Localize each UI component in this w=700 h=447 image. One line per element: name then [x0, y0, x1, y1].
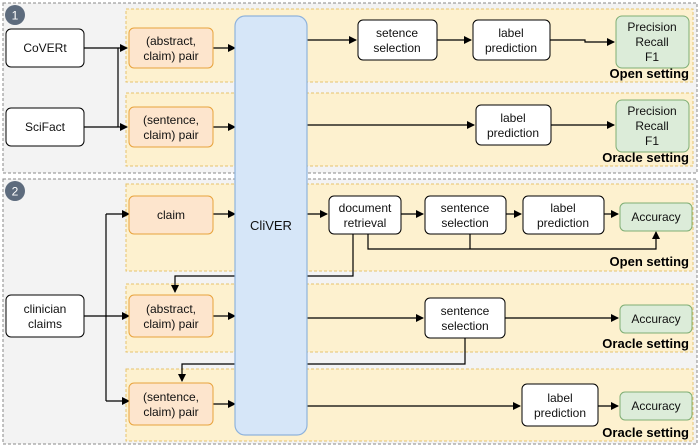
accuracy-oracle-2-label: Accuracy [631, 399, 680, 413]
output-metrics-open: Precision Recall F1 [615, 15, 690, 69]
input-abstract-claim-pair: (abstract, claim) pair [128, 27, 214, 69]
setting-label-p1-oracle: Oracle setting [602, 150, 689, 165]
label-prediction-open-2-line1: label [550, 201, 575, 215]
badge-1-label: 1 [12, 9, 19, 23]
input-claim: claim [128, 195, 214, 235]
metric-precision-oracle: Precision [627, 104, 676, 118]
step-sentence-selection-oracle: sentence selection [424, 297, 506, 339]
badge-2: 2 [5, 181, 25, 201]
metric-recall-open: Recall [635, 35, 668, 49]
setting-label-p2-oracle-2: Oracle setting [602, 425, 689, 440]
metric-f1-oracle: F1 [645, 134, 659, 148]
step-label-prediction-open: label prediction [472, 19, 551, 61]
step-setence-selection: setence selection [357, 19, 438, 61]
label-prediction-oracle-line2: prediction [487, 126, 539, 140]
step-label-prediction-oracle-2: label prediction [521, 383, 599, 427]
metric-recall-oracle: Recall [635, 119, 668, 133]
label-prediction-open-line1: label [498, 26, 523, 40]
setence-selection-line2: selection [373, 41, 420, 55]
sentence-pair-2-line2: claim) pair [143, 405, 198, 419]
abstract-pair-2-line2: claim) pair [143, 317, 198, 331]
sentence-selection-open-line1: sentence [441, 201, 490, 215]
step-label-prediction-oracle: label prediction [475, 104, 552, 146]
sentence-pair-line2: claim) pair [143, 128, 198, 142]
label-prediction-open-line2: prediction [485, 41, 537, 55]
band-p1-oracle [125, 92, 694, 167]
setence-selection-line1: setence [376, 26, 418, 40]
clinician-label-line2: claims [28, 317, 62, 331]
label-prediction-oracle-line1: label [500, 111, 525, 125]
label-prediction-oracle-2-line1: label [547, 391, 572, 405]
metric-f1-open: F1 [645, 50, 659, 64]
output-accuracy-open: Accuracy [619, 202, 693, 232]
sentence-pair-line1: (sentence, [143, 113, 199, 127]
setting-label-p2-open: Open setting [610, 254, 690, 269]
clinician-label-line1: clinician [24, 302, 67, 316]
setting-label-p1-open: Open setting [610, 66, 690, 81]
source-scifact: SciFact [5, 107, 85, 147]
connectors [84, 36, 660, 410]
step-label-prediction-open-2: label prediction [522, 195, 605, 235]
source-clinician-claims: clinician claims [5, 294, 85, 338]
abstract-pair-line1: (abstract, [146, 34, 196, 48]
cliver-label: CliVER [250, 218, 292, 233]
claim-label: claim [157, 208, 185, 222]
sentence-selection-oracle-line2: selection [441, 319, 488, 333]
edge-selection-feedback [178, 338, 466, 382]
badge-1: 1 [5, 5, 25, 25]
sentence-selection-open-line2: selection [441, 216, 488, 230]
label-prediction-open-2-line2: prediction [537, 216, 589, 230]
input-abstract-claim-pair-2: (abstract, claim) pair [128, 294, 214, 338]
document-retrieval-line1: document [339, 201, 392, 215]
accuracy-oracle-1-label: Accuracy [631, 312, 680, 326]
step-sentence-selection-open: sentence selection [424, 195, 507, 235]
input-sentence-claim-pair-2: (sentence, claim) pair [128, 382, 214, 426]
abstract-pair-2-line1: (abstract, [146, 302, 196, 316]
output-accuracy-oracle-1: Accuracy [619, 304, 693, 334]
accuracy-open-label: Accuracy [631, 210, 680, 224]
cliver-model: CliVER [234, 15, 308, 436]
edge-retrieval-to-accuracy [367, 231, 660, 250]
metric-precision-open: Precision [627, 20, 676, 34]
output-metrics-oracle: Precision Recall F1 [615, 99, 690, 153]
sentence-selection-oracle-line1: sentence [441, 304, 490, 318]
input-sentence-claim-pair: (sentence, claim) pair [128, 106, 214, 148]
step-document-retrieval: document retrieval [328, 195, 402, 235]
edge-label-to-metrics-open [550, 38, 615, 46]
setting-label-p2-oracle-1: Oracle setting [602, 336, 689, 351]
covert-label: CoVERt [23, 41, 67, 55]
scifact-label: SciFact [25, 120, 66, 134]
label-prediction-oracle-2-line2: prediction [534, 406, 586, 420]
document-retrieval-line2: retrieval [344, 216, 387, 230]
sentence-pair-2-line1: (sentence, [143, 390, 199, 404]
badge-2-label: 2 [12, 185, 19, 199]
output-accuracy-oracle-2: Accuracy [619, 391, 693, 421]
source-covert: CoVERt [5, 28, 85, 68]
abstract-pair-line2: claim) pair [143, 49, 198, 63]
